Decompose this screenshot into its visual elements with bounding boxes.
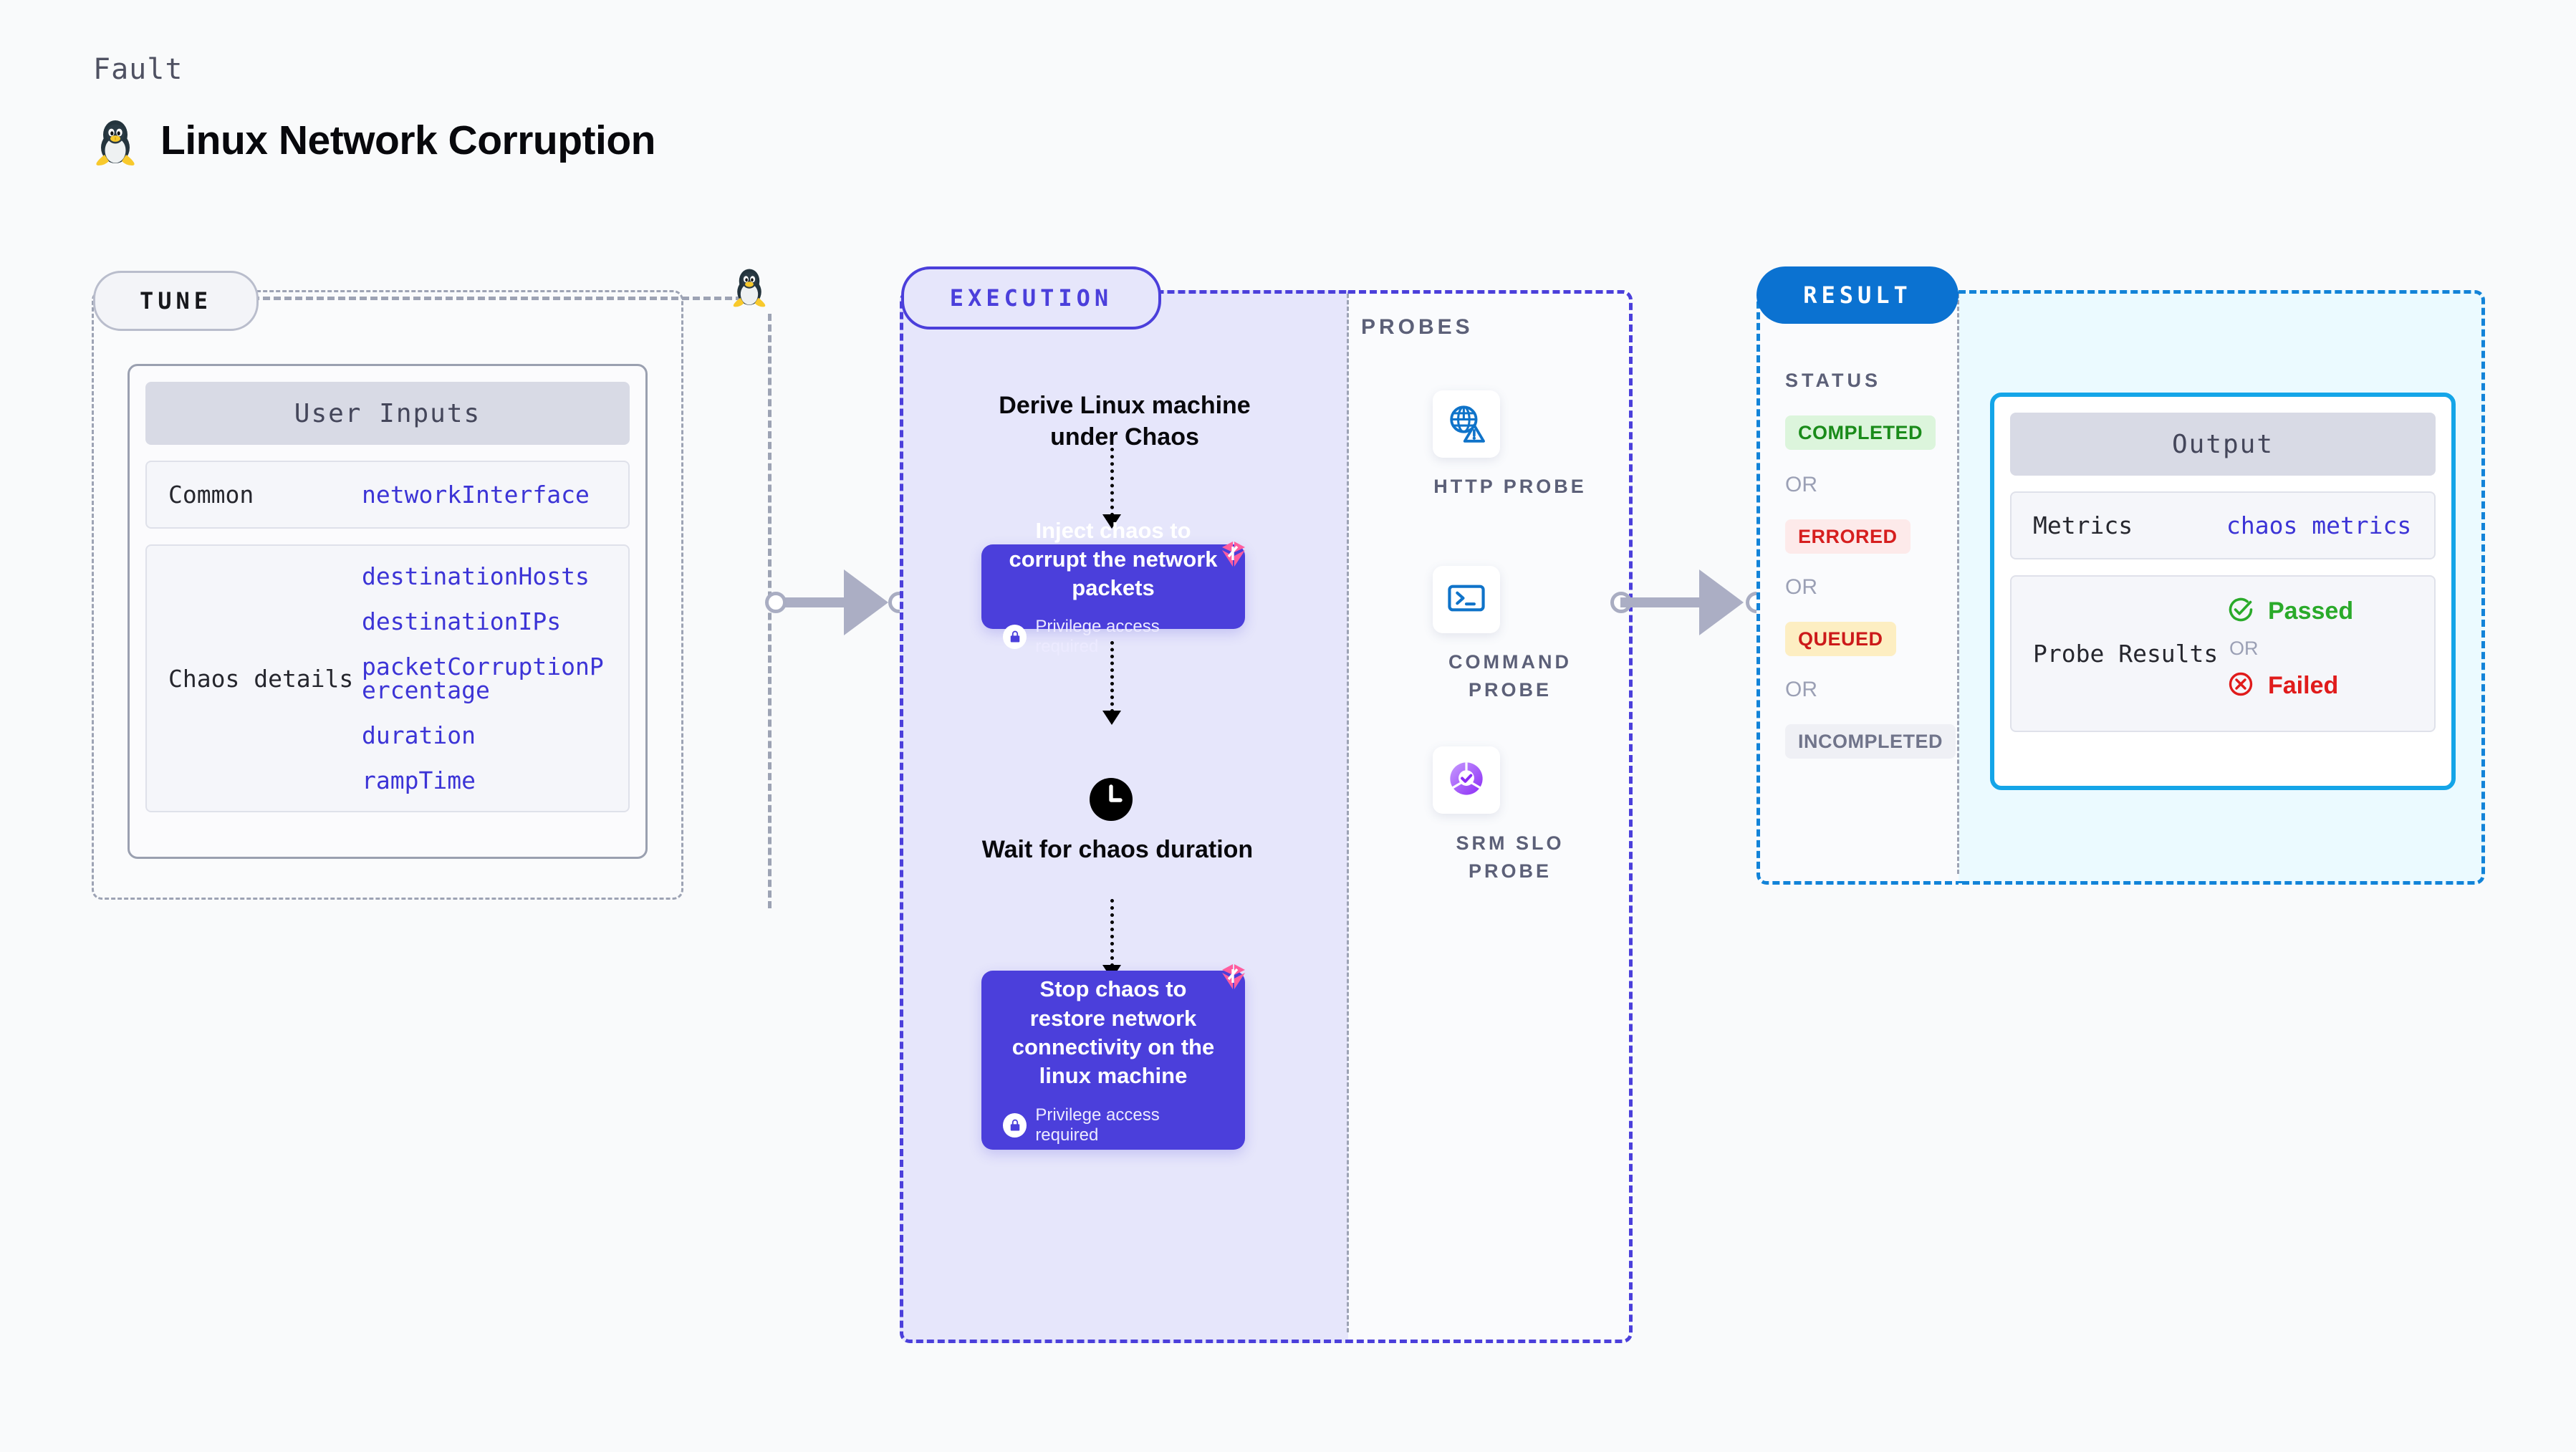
execution-probes-divider xyxy=(1347,294,1349,1332)
probes-panel xyxy=(1348,290,1633,1343)
probes-section-label: PROBES xyxy=(1361,315,1474,339)
clock-icon xyxy=(1089,777,1133,825)
connector-dot xyxy=(765,592,787,613)
probe-result-failed: Failed xyxy=(2226,670,2413,702)
harness-logo-icon xyxy=(1218,960,1249,995)
privilege-note-label: Privilege access required xyxy=(1035,617,1160,657)
privilege-note: Privilege access required xyxy=(1003,1105,1224,1145)
terminal-icon xyxy=(1446,577,1487,622)
output-probe-results-values: Passed OR Failed xyxy=(2226,595,2434,712)
page-title-row: Linux Network Corruption xyxy=(93,115,655,166)
execution-step-label: Stop chaos to restore network connectivi… xyxy=(1011,976,1215,1089)
probe-result-passed-label: Passed xyxy=(2268,597,2354,625)
tune-value[interactable]: networkInterface xyxy=(362,481,590,509)
privilege-note-label: Privilege access required xyxy=(1035,1105,1160,1145)
status-or-label: OR xyxy=(1785,575,1817,599)
result-panel-divider xyxy=(1957,294,1959,874)
harness-logo-icon xyxy=(1218,537,1249,572)
execution-stage-chip[interactable]: EXECUTION xyxy=(901,266,1161,330)
connector-line-execution-result xyxy=(1620,597,1714,607)
tune-linux-penguin-icon xyxy=(731,264,768,308)
result-stage-chip[interactable]: RESULT xyxy=(1756,266,1959,324)
flow-arrow xyxy=(1110,448,1114,516)
probe-label-srm-slo: SRM SLO PROBE xyxy=(1456,832,1565,883)
execution-step-stop-chaos-box[interactable]: Stop chaos to restore network connectivi… xyxy=(981,971,1245,1150)
output-row-probe-results: Probe Results Passed OR xyxy=(2010,575,2436,732)
linux-penguin-icon xyxy=(93,115,138,166)
privilege-note: Privilege access required xyxy=(1003,617,1224,657)
user-inputs-header: User Inputs xyxy=(145,382,630,445)
probe-tile-http[interactable] xyxy=(1433,390,1500,458)
tune-row-values: networkInterface xyxy=(362,483,628,506)
check-circle-icon xyxy=(2226,595,2255,628)
srm-slo-icon xyxy=(1446,758,1487,803)
page-title: Linux Network Corruption xyxy=(160,117,655,163)
connector-line-tune-execution xyxy=(772,597,858,607)
output-row-metrics: Metrics chaos metrics xyxy=(2010,491,2436,559)
execution-step-derive-title: Derive Linux machine under Chaos xyxy=(999,392,1251,451)
output-metrics-values: chaos metrics xyxy=(2226,514,2434,537)
tune-row-key: Common xyxy=(168,481,254,509)
status-badge-errored: ERRORED xyxy=(1785,519,1911,554)
execution-panel xyxy=(900,290,1352,1343)
tune-value[interactable]: packetCorruptionPercentage xyxy=(362,653,604,704)
tune-value[interactable]: destinationIPs xyxy=(362,607,562,635)
execution-step-label: Inject chaos to corrupt the network pack… xyxy=(1009,517,1218,601)
probe-label-http: HTTP PROBE xyxy=(1433,476,1587,497)
tune-row-key: Chaos details xyxy=(168,664,354,693)
tune-stage-chip[interactable]: TUNE xyxy=(93,271,259,331)
tune-row-values: destinationHosts destinationIPs packetCo… xyxy=(362,564,628,792)
tune-row-common: Common networkInterface xyxy=(145,461,630,529)
output-probe-results-key: Probe Results xyxy=(2033,639,2219,668)
flow-arrow xyxy=(1110,899,1114,967)
result-status-panel xyxy=(1756,290,1962,885)
flow-arrow-head-icon xyxy=(1102,711,1121,725)
execution-step-inject-chaos-box[interactable]: Inject chaos to corrupt the network pack… xyxy=(981,518,1245,656)
probe-result-passed: Passed xyxy=(2226,595,2413,628)
status-badge-completed: COMPLETED xyxy=(1785,415,1936,450)
x-circle-icon xyxy=(2226,670,2255,702)
output-header: Output xyxy=(2010,413,2436,476)
status-or-label: OR xyxy=(1785,678,1817,701)
lock-icon xyxy=(1003,625,1027,650)
probe-label-command: COMMAND PROBE xyxy=(1448,651,1572,701)
status-or-label: OR xyxy=(1785,473,1817,496)
output-card: Output Metrics chaos metrics Probe Resul… xyxy=(1990,393,2456,790)
tune-value[interactable]: duration xyxy=(362,721,476,749)
tune-dashed-connector xyxy=(252,297,754,300)
probe-tile-command[interactable] xyxy=(1433,566,1500,633)
lock-icon xyxy=(1003,1112,1027,1138)
tune-row-chaos-details: Chaos details destinationHosts destinati… xyxy=(145,544,630,812)
probe-tile-srm-slo[interactable] xyxy=(1433,746,1500,814)
flow-arrow xyxy=(1110,641,1114,713)
status-section-label: STATUS xyxy=(1785,370,1881,391)
output-metrics-key: Metrics xyxy=(2033,511,2133,539)
probe-result-failed-label: Failed xyxy=(2268,672,2339,699)
status-badge-queued: QUEUED xyxy=(1785,622,1896,656)
output-metrics-value[interactable]: chaos metrics xyxy=(2226,511,2412,539)
tune-value[interactable]: destinationHosts xyxy=(362,562,590,590)
flow-arrow-head-icon xyxy=(1102,514,1121,529)
globe-warning-icon xyxy=(1446,402,1487,447)
fault-kicker-label: Fault xyxy=(93,53,183,86)
connector-arrowhead xyxy=(844,569,888,635)
execution-step-wait-title: Wait for chaos duration xyxy=(981,836,1254,863)
tune-user-inputs-card: User Inputs Common networkInterface Chao… xyxy=(128,364,648,859)
status-badge-incompleted: INCOMPLETED xyxy=(1785,724,1956,759)
connector-arrowhead xyxy=(1699,569,1744,635)
probe-result-or-label: OR xyxy=(2229,638,2259,659)
tune-value[interactable]: rampTime xyxy=(362,766,476,794)
